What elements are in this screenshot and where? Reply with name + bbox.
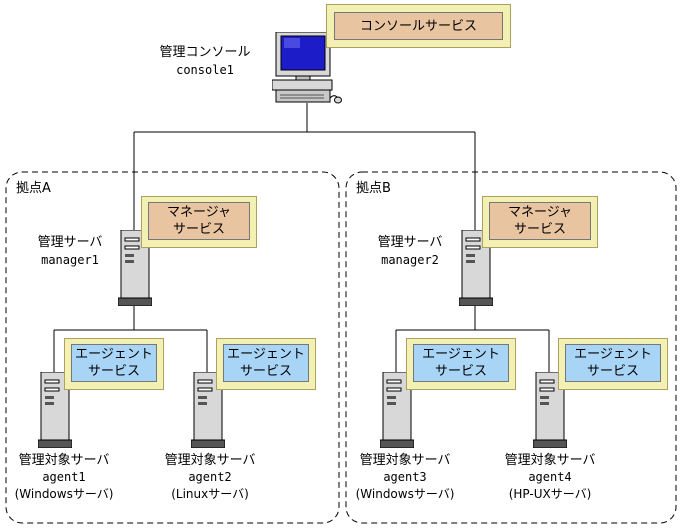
agent3-service-frame: エージェント サービス [406,338,516,390]
agent1-service-line2: サービス [87,364,140,379]
manager1-service: マネージャ サービス [148,202,250,240]
agent3-service-line2: サービス [434,364,487,379]
agent2-os: (Linuxサーバ) [171,487,249,501]
manager1-service-line1: マネージャ [166,205,232,220]
console-label: 管理コンソール [159,45,251,60]
agent3-service-line1: エージェント [422,347,500,362]
manager2-service-line2: サービス [513,222,566,237]
agent3-label: 管理対象サーバ [359,453,451,468]
agent1-os: (Windowsサーバ) [14,487,114,501]
console-host: console1 [176,63,234,77]
agent3-os: (Windowsサーバ) [355,487,455,501]
manager2-service-line1: マネージャ [507,205,573,220]
manager1-host: manager1 [41,253,99,267]
console-service-label: コンソールサービス [359,18,477,34]
agent3-service: エージェント サービス [413,344,509,382]
manager2-service: マネージャ サービス [489,202,591,240]
site-b-label: 拠点B [356,181,391,196]
manager2-service-frame: マネージャ サービス [482,196,598,248]
agent4-service-line2: サービス [586,364,639,379]
agent1-host: agent1 [42,470,86,484]
agent2-service-line1: エージェント [227,347,305,362]
agent3-host: agent3 [383,470,427,484]
agent2-service-line2: サービス [239,364,292,379]
manager2-server-icon [459,230,493,306]
agent1-label: 管理対象サーバ [18,453,110,468]
manager1-service-line2: サービス [172,222,225,237]
manager2-label: 管理サーバ [377,235,443,250]
agent4-server-icon [533,372,567,448]
site-b-region [345,171,677,524]
agent2-host: agent2 [188,470,232,484]
agent2-service: エージェント サービス [223,344,309,382]
agent4-os: (HP-UXサーバ) [508,487,592,501]
console-service-frame: コンソールサービス [326,4,511,48]
console-pc-icon [272,32,342,104]
site-a-region [5,171,340,524]
agent4-host: agent4 [528,470,572,484]
agent4-service-frame: エージェント サービス [558,338,668,390]
agent4-label: 管理対象サーバ [504,453,596,468]
manager1-label: 管理サーバ [37,235,103,250]
agent2-service-frame: エージェント サービス [216,338,316,390]
agent1-service: エージェント サービス [71,344,157,382]
agent1-service-line1: エージェント [75,347,153,362]
agent4-service-line1: エージェント [574,347,652,362]
agent2-label: 管理対象サーバ [164,453,256,468]
console-service: コンソールサービス [334,12,503,40]
agent1-service-frame: エージェント サービス [64,338,164,390]
agent4-service: エージェント サービス [565,344,661,382]
site-a-label: 拠点A [16,181,51,196]
manager2-host: manager2 [381,253,439,267]
manager1-service-frame: マネージャ サービス [141,196,257,248]
